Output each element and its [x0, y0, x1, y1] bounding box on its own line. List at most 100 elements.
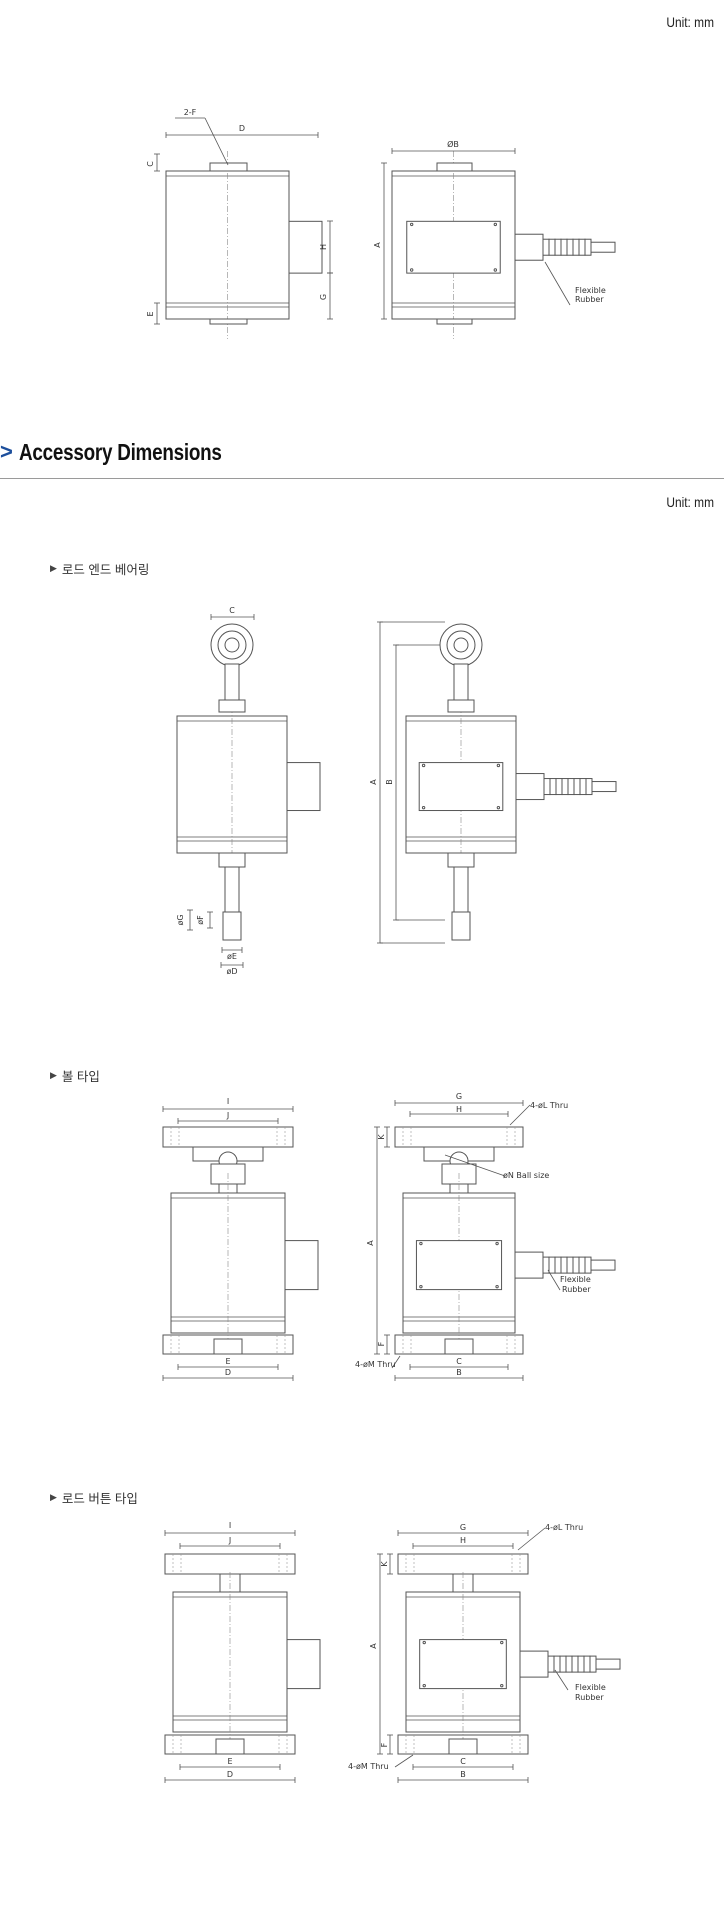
cable-rib	[547, 1655, 555, 1673]
bearing-bore	[453, 637, 469, 653]
dimension-label: D	[225, 1368, 231, 1377]
dimension-label: E	[146, 311, 155, 316]
dimension-label: G	[319, 294, 328, 300]
cable-rib	[577, 1655, 585, 1673]
dimension-label: C	[229, 606, 235, 615]
dimension-label: K	[377, 1134, 386, 1140]
section-title: Accessory Dimensions	[18, 438, 222, 465]
dimension-label: C	[460, 1757, 466, 1766]
triangle-bullet-icon: ▶	[50, 563, 57, 573]
connector-housing	[286, 762, 321, 812]
dimension-label: B	[385, 779, 394, 785]
cable-rib	[578, 238, 586, 256]
cable-rib	[560, 238, 568, 256]
cable-gland	[514, 1251, 544, 1279]
screw-icon	[422, 1683, 426, 1688]
base-recess	[444, 1338, 474, 1355]
dimension-label: øD	[226, 967, 237, 976]
triangle-bullet-icon: ▶	[50, 1492, 57, 1502]
dimension-label: Rubber	[575, 295, 604, 304]
cable-rib	[589, 1655, 597, 1673]
screw-icon	[419, 1284, 423, 1289]
lock-nut	[218, 699, 246, 713]
dimension-label: 4-øL Thru	[545, 1523, 583, 1532]
line	[391, 1355, 401, 1369]
line	[554, 1669, 569, 1691]
screw-icon	[500, 1640, 504, 1645]
screw-icon	[493, 222, 498, 227]
dimension-label: H	[456, 1105, 462, 1114]
screw-icon	[422, 1640, 426, 1645]
dimension-label: I	[229, 1521, 231, 1530]
cable-rib	[572, 1256, 580, 1274]
dimension-label: E	[227, 1757, 232, 1766]
cable-rib	[584, 1256, 592, 1274]
screw-icon	[496, 763, 501, 768]
top-plate	[164, 1553, 296, 1575]
dimension-label: øE	[227, 952, 237, 961]
dimension-label: øF	[196, 915, 205, 925]
screw-icon	[493, 268, 498, 272]
screw-icon	[421, 763, 426, 768]
dimension-label: A	[373, 242, 382, 248]
dimension-label: D	[227, 1770, 233, 1779]
cable-rib	[548, 238, 556, 256]
rod-end-bottom	[451, 911, 471, 941]
lock-nut	[447, 699, 475, 713]
screw-icon	[495, 1284, 499, 1289]
subsection-rod-button-type: ▶ 로드 버튼 타입	[50, 1488, 138, 1507]
cable-gland	[519, 1650, 549, 1678]
rod	[224, 663, 240, 701]
dimension-label: Flexible	[560, 1275, 591, 1284]
base-recess	[448, 1738, 478, 1755]
dimension-label: K	[380, 1561, 389, 1567]
cable-rib	[565, 1655, 573, 1673]
dimension-label: ØB	[447, 139, 459, 149]
cable-rib	[555, 778, 563, 796]
top-boss	[209, 162, 248, 172]
screw-icon	[409, 222, 414, 227]
dimension-label: Flexible	[575, 286, 606, 295]
top-plate	[397, 1553, 529, 1575]
bearing-bore	[224, 637, 240, 653]
dimension-label: H	[460, 1536, 466, 1545]
cable-rib	[553, 1655, 561, 1673]
dimension-label: F	[377, 1341, 386, 1346]
subsection-title: 로드 버튼 타입	[61, 1492, 138, 1506]
dimension-label: B	[460, 1770, 466, 1779]
dimension-label: 4-øL Thru	[530, 1101, 568, 1110]
cable-rib	[549, 778, 557, 796]
dimension-label: 4-øM Thru	[348, 1762, 389, 1771]
dimension-label: F	[380, 1742, 389, 1747]
top-plate	[162, 1126, 294, 1148]
dimension-label: C	[146, 161, 155, 167]
cable	[590, 241, 616, 253]
line	[394, 1754, 414, 1768]
cable-rib	[548, 1256, 556, 1274]
line	[204, 117, 229, 166]
dimension-label: øN Ball size	[503, 1171, 549, 1180]
label-plate	[415, 1240, 503, 1291]
line	[547, 1269, 561, 1291]
line	[509, 1104, 531, 1126]
cable-gland	[514, 233, 544, 261]
dimension-label: J	[228, 1536, 231, 1545]
cable-rib	[583, 1655, 591, 1673]
cable-rib	[573, 778, 581, 796]
cable-rib	[554, 238, 562, 256]
screw-icon	[495, 1241, 499, 1246]
base-recess	[213, 1338, 243, 1355]
dimension-label: G	[456, 1092, 462, 1101]
dimension-label: B	[456, 1368, 462, 1377]
connector-housing	[288, 220, 323, 274]
screw-icon	[500, 1683, 504, 1688]
dimension-label: J	[226, 1111, 229, 1120]
cable-rib	[567, 778, 575, 796]
screw-icon	[409, 268, 414, 272]
line	[444, 1154, 506, 1177]
screw-icon	[496, 805, 501, 810]
top-boss	[436, 162, 473, 172]
dimension-label: I	[227, 1097, 229, 1106]
line	[544, 261, 571, 306]
cable-rib	[585, 778, 593, 796]
